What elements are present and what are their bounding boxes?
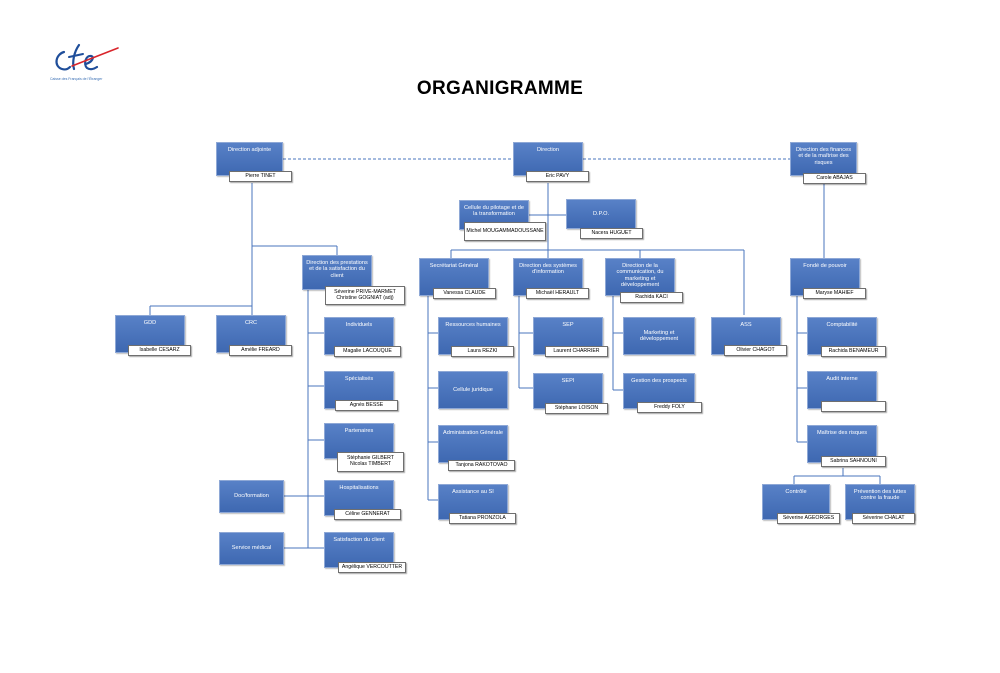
box-direction-communication: Direction de la communication, du market… [605, 258, 675, 296]
box-direction-adjointe: Direction adjointe [216, 142, 283, 176]
name-michel-mougammadoussane: Michel MOUGAMMADOUSSANE [464, 222, 546, 241]
box-cellule-juridique: Cellule juridique [438, 371, 508, 409]
name-vanessa-claude: Vanessa CLAUDE [433, 288, 496, 299]
name-magalie-lacouque: Magalie LACOUQUE [334, 346, 401, 357]
box-service-medical: Service médical [219, 532, 284, 565]
name-stephane-loison: Stéphane LOISON [545, 403, 608, 414]
name-nacera-huguet: Nacera HUGUET [580, 228, 643, 239]
name-amelie-freard: Amélie FREARD [229, 345, 292, 356]
name-tanjona-rakotovao: Tanjona RAKOTOVAO [448, 460, 515, 471]
logo-caption: Caisse des Français de l'Étranger [50, 77, 103, 81]
name-rachida-kaci: Rachida KACI [620, 292, 683, 303]
page-title: ORGANIGRAMME [416, 78, 584, 99]
name-angelique-vercoutter: Angélique VERCOUTTER [338, 562, 406, 573]
name-eric-pavy: Eric PAVY [526, 171, 589, 182]
box-marketing-developpement: Marketing et développement [623, 317, 695, 355]
box-doc-formation: Doc/formation [219, 480, 284, 513]
box-direction-prestations: Direction des prestations et de la satis… [302, 255, 372, 290]
name-freddy-foly: Freddy FOLY [637, 402, 702, 413]
name-pierre-tinet: Pierre TINET [229, 171, 292, 182]
name-rachida-benameur: Rachida BENAMEUR [821, 346, 886, 357]
box-dpo: D.P.O. [566, 199, 636, 229]
name-laura-rezki: Laura REZKI [451, 346, 514, 357]
name-agnes-besse: Agnès BESSE [335, 400, 398, 411]
name-olivier-chagot: Olivier CHAGOT [724, 345, 787, 356]
name-severine-ageorges: Séverine AGEORGES [777, 513, 840, 524]
box-direction-finances: Direction des finances et de la maîtrise… [790, 142, 857, 176]
name-audit-interne-empty [821, 401, 886, 412]
name-tatiana-pronzola: Tatiana PRONZOLA [449, 513, 516, 524]
box-administration-generale: Administration Générale [438, 425, 508, 463]
name-sabrina-sahnouni: Sabrina SAHNOUNI [821, 456, 886, 467]
name-isabelle-cesarz: Isabelle CESARZ [128, 345, 191, 356]
name-carole-abajas: Carole ABAJAS [803, 173, 866, 184]
cfe-logo: Caisse des Français de l'Étranger [50, 42, 125, 84]
name-celine-gennerat: Céline GENNERAT [334, 509, 401, 520]
name-laurent-charrier: Laurent CHARRIER [545, 346, 608, 357]
name-maryse-mahief: Maryse MAHIEF [803, 288, 866, 299]
name-severine-chalat: Séverine CHALAT [852, 513, 915, 524]
name-michael-herault: Michaël HERAULT [526, 288, 589, 299]
